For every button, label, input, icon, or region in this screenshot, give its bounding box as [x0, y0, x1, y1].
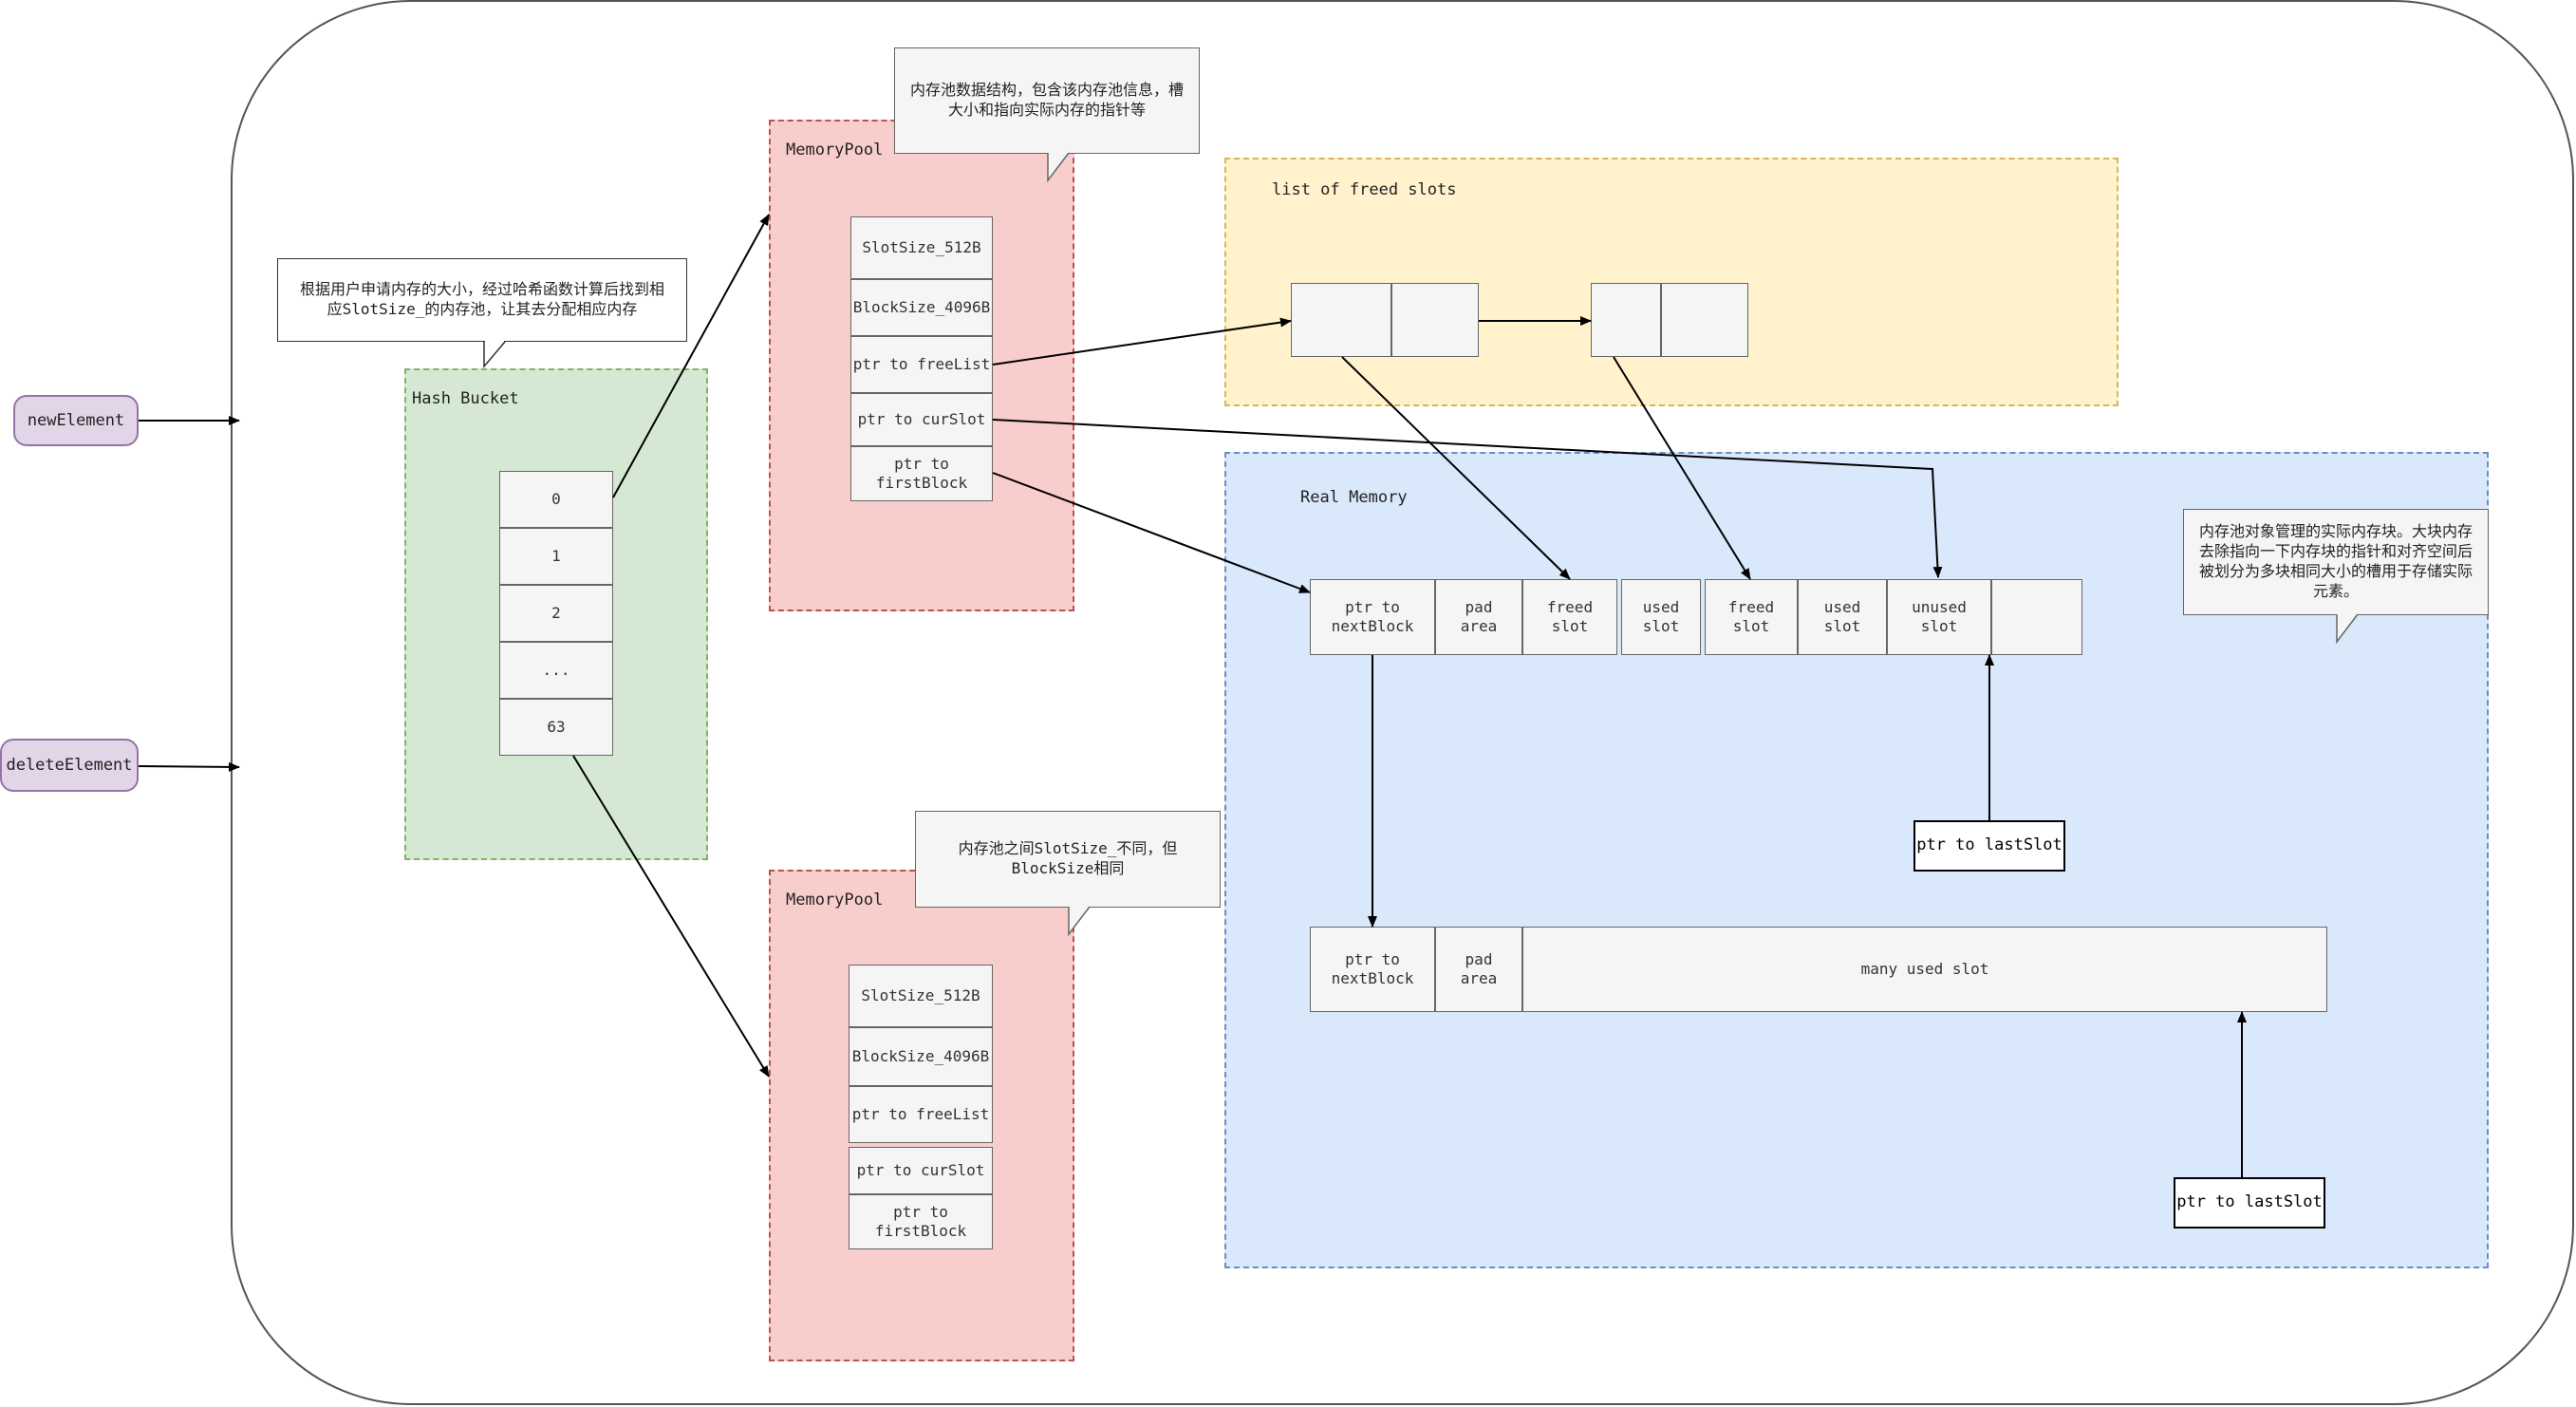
pool-field: ptr to freeList	[850, 336, 993, 393]
memory-pool-top-title: MemoryPool	[786, 141, 884, 159]
hash-bucket-title: Hash Bucket	[412, 389, 519, 408]
freed-node-next	[1661, 283, 1748, 357]
block-slot: used slot	[1798, 579, 1887, 655]
freed-node-next	[1391, 283, 1479, 357]
block-slot: many used slot	[1522, 927, 2327, 1012]
hash-bucket-note: 根据用户申请内存的大小，经过哈希函数计算后找到相应SlotSize_的内存池，让…	[277, 258, 687, 342]
pool-field: SlotSize_512B	[850, 216, 993, 279]
freed-node-data	[1291, 283, 1391, 357]
freed-node-to-slot-arrow	[1341, 356, 1571, 580]
block-slot: pad area	[1435, 579, 1522, 655]
pool-field: ptr to curSlot	[849, 1147, 993, 1194]
last-slot-pointer: ptr to lastSlot	[1913, 820, 2065, 872]
block-slot: freed slot	[1522, 579, 1617, 655]
hash-bucket-entry: 63	[499, 699, 613, 756]
hash-bucket-entry: 2	[499, 585, 613, 642]
last-slot-pointer: ptr to lastSlot	[2174, 1177, 2325, 1229]
hash-bucket-entry: 0	[499, 471, 613, 528]
pool-field: ptr to firstBlock	[850, 446, 993, 501]
freed-list-title: list of freed slots	[1272, 180, 1457, 199]
hash-note-tail	[483, 341, 506, 369]
pool-field: BlockSize_4096B	[849, 1027, 993, 1086]
block-slot: used slot	[1621, 579, 1701, 655]
hash-bucket-entry: 1	[499, 528, 613, 585]
pool-field: ptr to freeList	[849, 1086, 993, 1143]
block-slot: pad area	[1435, 927, 1522, 1012]
freed-node-to-slot-arrow	[1613, 356, 1751, 580]
real-memory-note: 内存池对象管理的实际内存块。大块内存去除指向一下内存块的指针和对齐空间后被划分为…	[2183, 509, 2489, 615]
memory-pool-bottom-title: MemoryPool	[786, 891, 884, 910]
delete-element-arrow	[138, 761, 240, 772]
block-slot: unused slot	[1887, 579, 1991, 655]
pool-field: SlotSize_512B	[849, 965, 993, 1027]
block-slot: ptr to nextBlock	[1310, 579, 1435, 655]
new-element-button[interactable]: newElement	[13, 395, 139, 446]
freelist-arrow	[992, 317, 1292, 366]
bottom-pool-note-tail	[1068, 906, 1091, 937]
pool-field: ptr to firstBlock	[849, 1194, 993, 1249]
block-slot	[1991, 579, 2082, 655]
hash-bucket-entry: ...	[499, 642, 613, 699]
freed-node-data	[1591, 283, 1661, 357]
firstblock-arrow	[992, 472, 1311, 593]
freed-list-zone	[1224, 158, 2119, 406]
memory-pool-bottom-note: 内存池之间SlotSize_不同，但BlockSize相同	[915, 811, 1221, 908]
memory-pool-top-note: 内存池数据结构，包含该内存池信息，槽大小和指向实际内存的指针等	[894, 47, 1200, 154]
curslot-arrow	[992, 419, 1943, 578]
pool-field: BlockSize_4096B	[850, 279, 993, 336]
bucket-to-top-pool-arrow	[612, 214, 770, 498]
block-slot: freed slot	[1705, 579, 1798, 655]
top-pool-note-tail	[1047, 152, 1070, 183]
pool-field: ptr to curSlot	[850, 393, 993, 446]
real-memory-title: Real Memory	[1300, 488, 1408, 507]
real-memory-note-tail	[2336, 613, 2359, 645]
block-slot: ptr to nextBlock	[1310, 927, 1435, 1012]
delete-element-button[interactable]: deleteElement	[0, 739, 139, 792]
bucket-to-bottom-pool-arrow	[572, 755, 770, 1078]
